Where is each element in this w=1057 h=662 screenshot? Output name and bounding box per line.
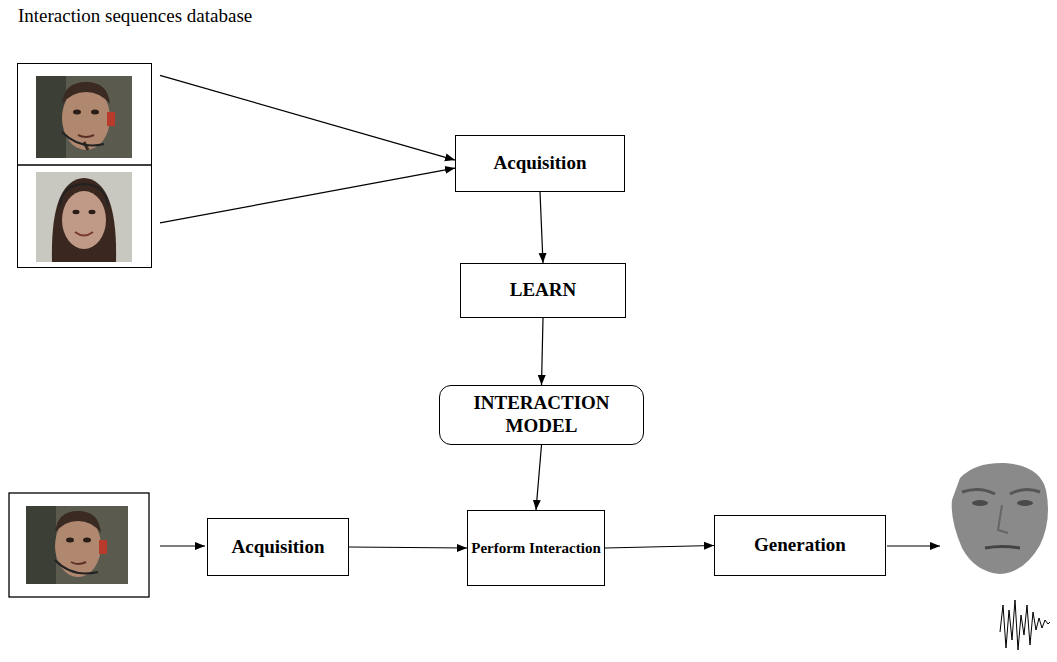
box-label: Acquisition [232,536,325,559]
output-arrow [887,545,940,546]
process-box: Perform Interaction [467,510,605,586]
generated-face [952,463,1048,574]
box-label: Acquisition [494,152,587,175]
flow-arrow [536,445,542,510]
input-arrow [160,545,205,546]
face-photo [26,506,128,584]
face-photo [36,76,132,158]
flow-arrow [160,168,455,223]
group-heading: Interaction sequences database [18,5,268,27]
process-box: Generation [714,515,886,576]
flow-arrow [540,192,543,263]
input-photo-frame [9,493,149,597]
flow-arrow [349,547,467,548]
process-box: Acquisition [455,135,625,192]
box-label: Generation [754,534,846,557]
box-label: LEARN [510,279,577,302]
speech-waveform [1000,600,1050,650]
model-box: INTERACTION MODEL [439,385,644,445]
process-box: Acquisition [207,518,349,576]
flow-arrow [542,318,544,385]
divider-line [17,164,152,165]
process-box: LEARN [460,263,626,318]
flow-arrow [160,75,455,160]
flow-arrow [605,546,714,549]
database-box: Interaction sequences database [17,63,152,268]
box-label: Perform Interaction [471,539,601,557]
box-label: INTERACTION MODEL [440,392,643,438]
face-photo [36,172,132,262]
